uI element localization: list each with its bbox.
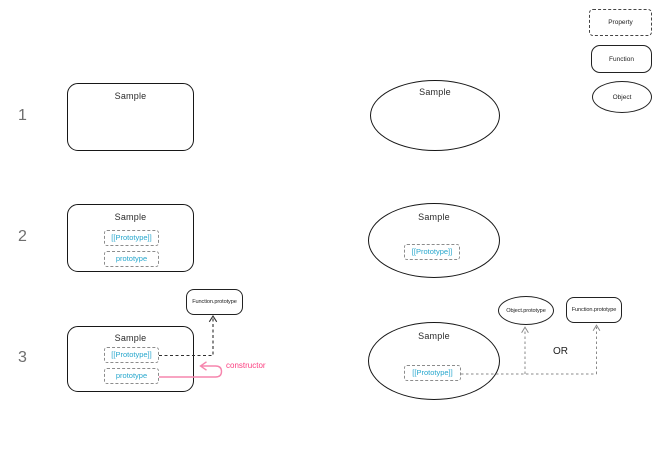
row-2-function-title: Sample <box>114 212 147 222</box>
row-1-object-shape: Sample <box>370 80 500 151</box>
row-3-object-prototype-target-function-shape: Function.prototype <box>566 297 622 323</box>
row-3-function-prototype-target-shape: Function.prototype <box>186 289 243 315</box>
row-3-object-internal-prototype-slot: [[Prototype]] <box>404 365 461 381</box>
legend-function-label: Function <box>609 55 634 63</box>
row-1-function-title: Sample <box>114 91 147 101</box>
row-3-object-prototype-target-object-shape: Object.prototype <box>498 296 554 325</box>
row-2-object-shape: Sample <box>368 203 500 278</box>
row-3-function-internal-prototype-slot: [[Prototype]] <box>104 347 159 363</box>
arrowhead-up-function-prototype <box>208 314 218 323</box>
row-1-object-title: Sample <box>419 87 451 97</box>
legend-property-shape: Property <box>589 9 652 36</box>
row-3-object-title: Sample <box>418 331 450 341</box>
row-2-function-prototype-slot: prototype <box>104 251 159 267</box>
arrowhead-up-object-prototype <box>521 326 529 334</box>
row-3-function-prototype-slot: prototype <box>104 368 159 384</box>
row-3-function-title: Sample <box>114 333 147 343</box>
row-2-number: 2 <box>18 228 27 245</box>
row-2-function-internal-prototype-slot: [[Prototype]] <box>104 230 159 246</box>
row-1-function-shape: Sample <box>67 83 194 151</box>
legend-object-label: Object <box>612 93 632 101</box>
legend-function-shape: Function <box>591 45 652 73</box>
or-label: OR <box>553 346 568 357</box>
row-2-object-title: Sample <box>418 212 450 222</box>
legend-property-label: Property <box>608 19 633 26</box>
constructor-annotation: constructor <box>226 361 266 370</box>
row-3-object-shape: Sample <box>368 322 500 400</box>
legend-object-shape: Object <box>592 81 652 113</box>
arrowhead-up-function-prototype-right <box>592 324 601 332</box>
row-2-object-internal-prototype-slot: [[Prototype]] <box>404 244 460 260</box>
constructor-arrowhead <box>199 361 207 371</box>
row-1-number: 1 <box>18 107 27 124</box>
row-3-number: 3 <box>18 349 27 366</box>
